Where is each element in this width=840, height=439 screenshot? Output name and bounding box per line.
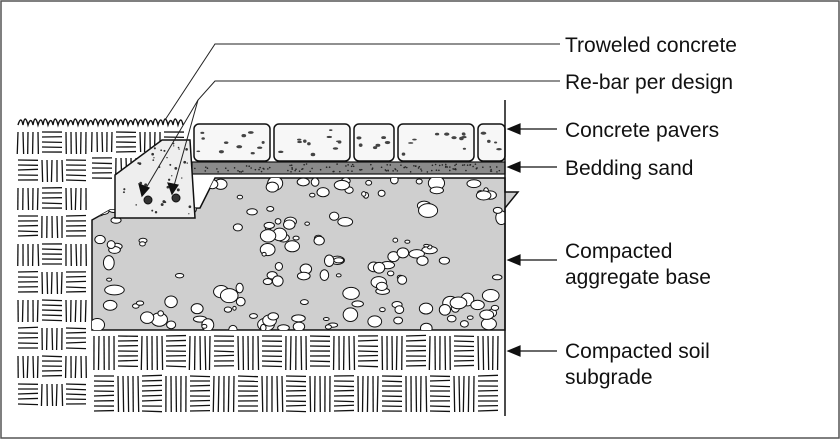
label-subgrade-line2: subgrade [565, 366, 653, 389]
bedding-sand-layer [191, 161, 506, 175]
arrows [138, 123, 557, 357]
label-concrete-pavers: Concrete pavers [565, 119, 719, 142]
label-subgrade-line1: Compacted soil [565, 340, 710, 363]
sand-grains [194, 163, 501, 173]
label-rebar: Re-bar per design [565, 71, 733, 94]
concrete-pavers [193, 123, 506, 162]
grass [17, 118, 184, 128]
rebar-left [143, 195, 153, 205]
label-troweled-concrete: Troweled concrete [565, 34, 737, 57]
label-bedding-sand: Bedding sand [565, 157, 693, 180]
leader-lines [141, 43, 560, 196]
rebar-right [171, 193, 181, 203]
paver-texture [196, 129, 502, 157]
label-aggregate-line2: aggregate base [565, 266, 711, 289]
soil-hatching [16, 131, 499, 413]
label-aggregate-line1: Compacted [565, 240, 672, 263]
concrete-texture [122, 142, 192, 215]
